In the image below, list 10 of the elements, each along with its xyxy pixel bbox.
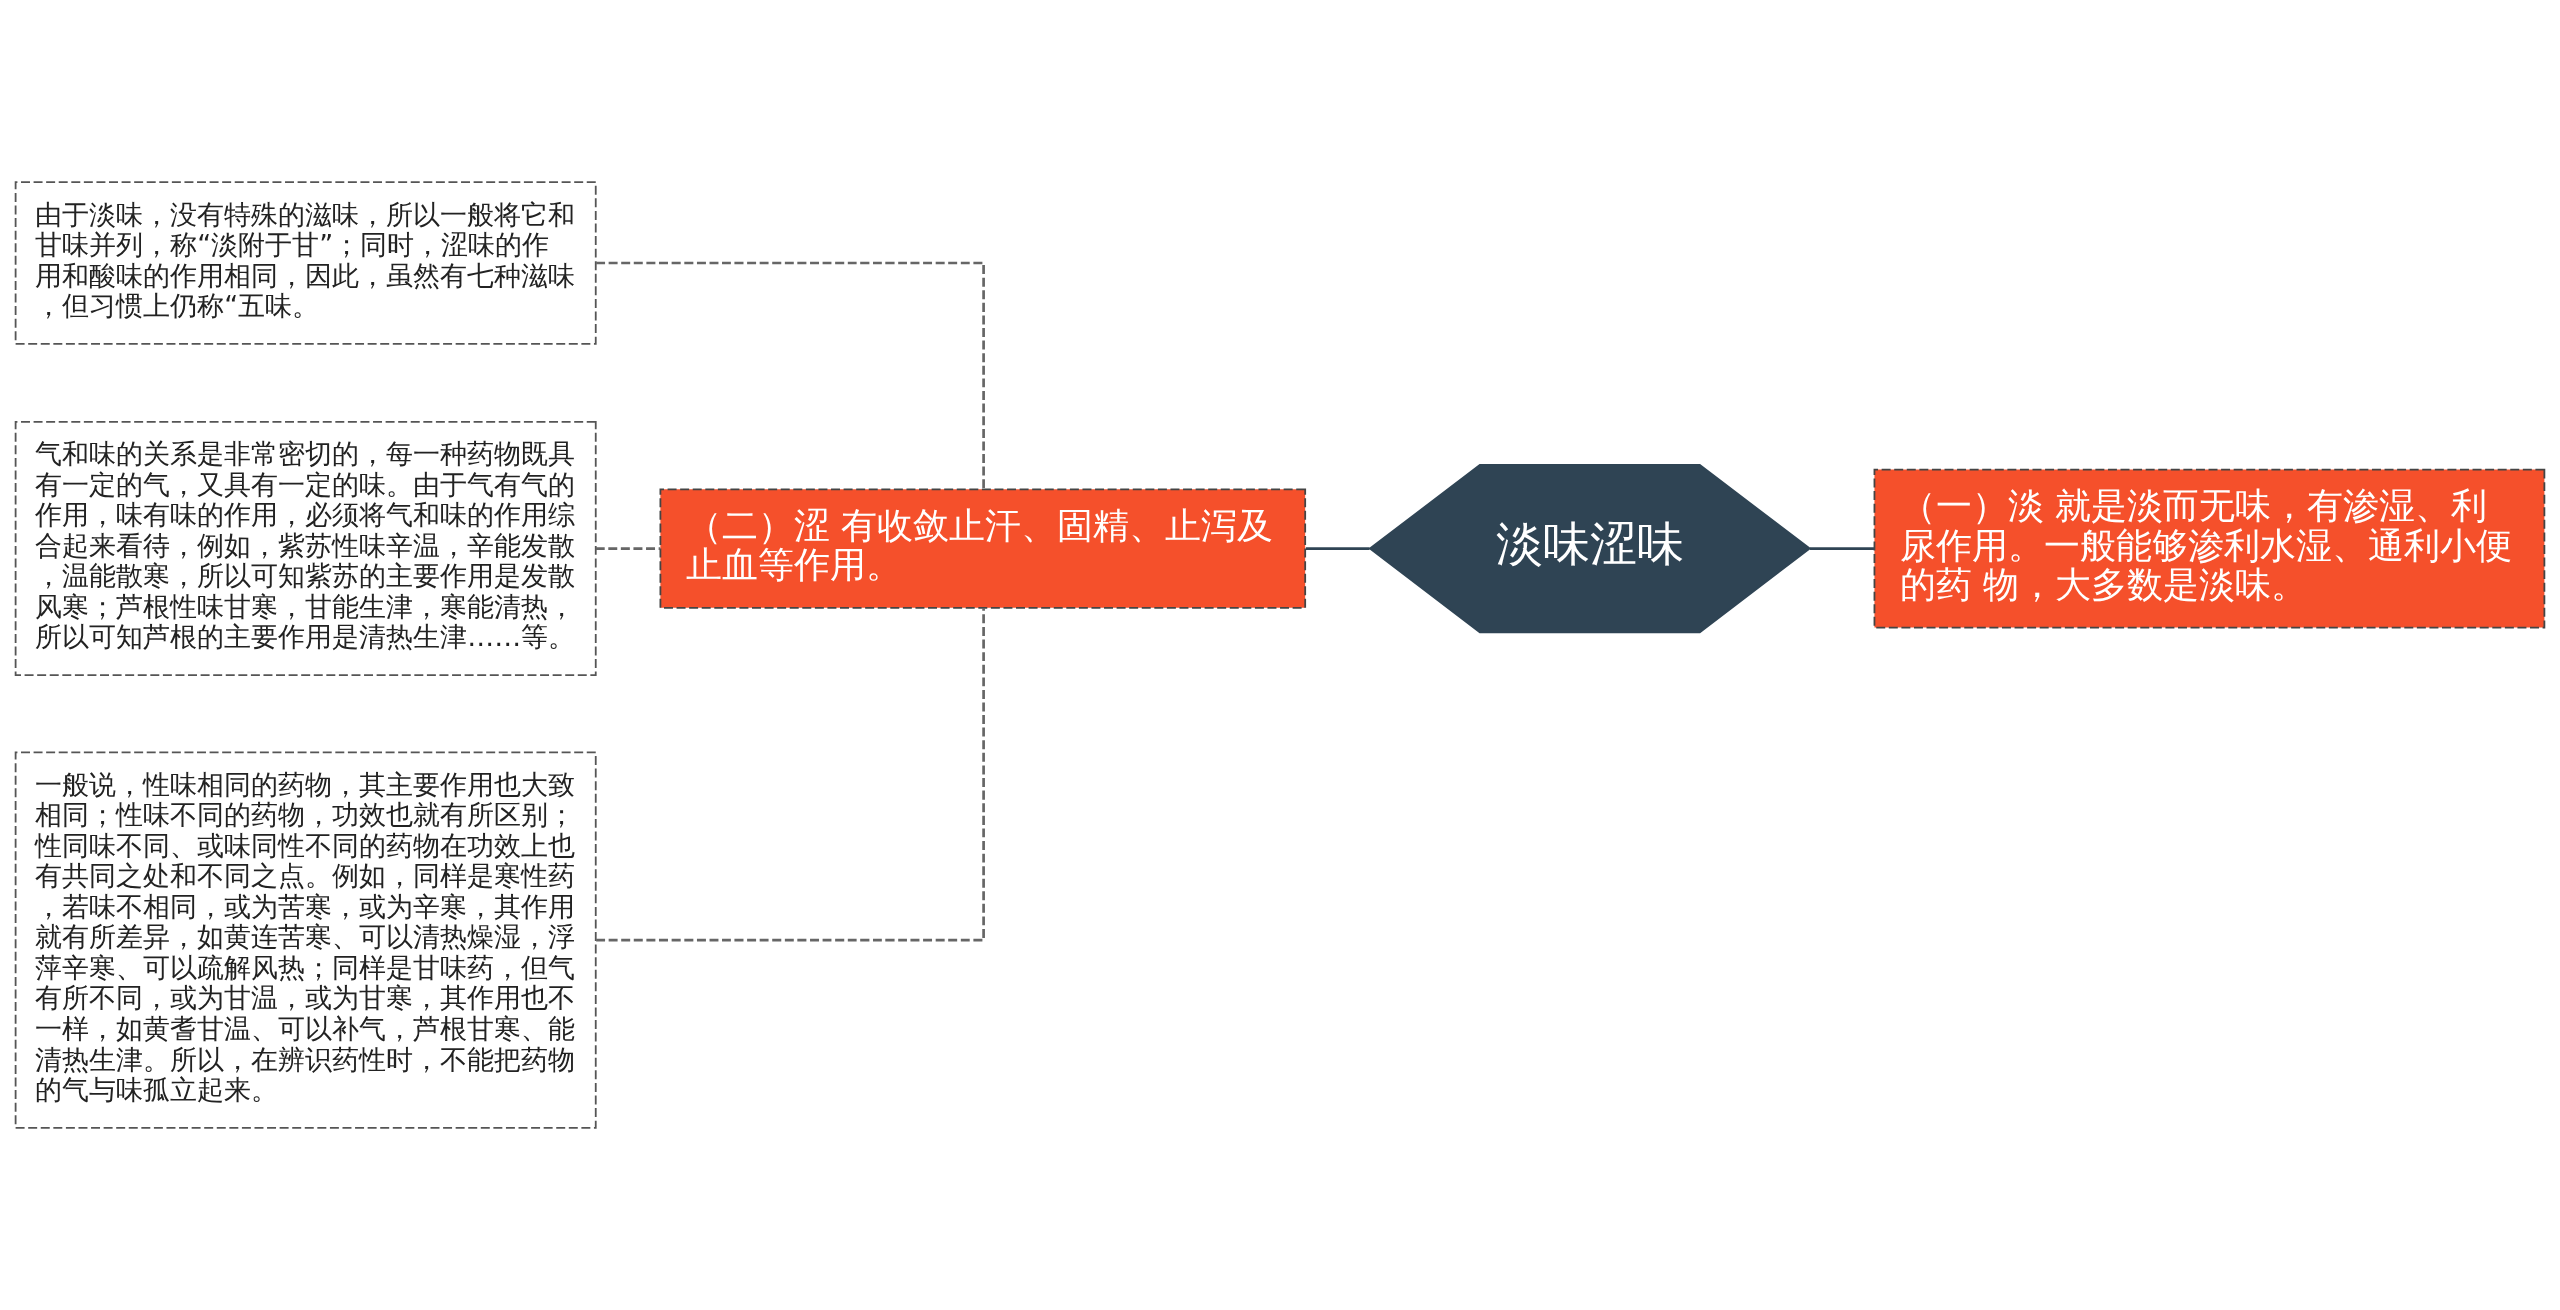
node-box: （一）淡 就是淡而无味，有渗湿、利尿作用。一般能够渗利水湿、通利小便的药 物，大多数是淡味。 (1873, 468, 2546, 629)
connector (1305, 547, 1370, 550)
connector (595, 547, 661, 550)
node-box: 气和味的关系是非常密切的，每一种药物既具有一定的气，又具有一定的味。由于气有气的作用，味有味的作用，必须将气和味的作用综合起来看待，例如，紫苏性味辛温，辛能发散，温能散寒，所以可知紫苏的主要作用是发散风寒；芦根性味甘寒，甘能生津，寒能清热，所以可知芦根的主要作用是清热生津……等。 (14, 421, 597, 677)
connector (1810, 547, 1874, 550)
connector (596, 608, 985, 942)
node-box: （二）涩 有收敛止汗、固精、止泻及止血等作用。 (659, 488, 1307, 609)
node-box: 一般说，性味相同的药物，其主要作用也大致相同；性味不同的药物，功效也就有所区别；性同味不同、或味同性不同的药物在功效上也有共同之处和不同之点。例如，同样是寒性药，若味不相同，或为苦寒，或为辛寒，其作用就有所差异，如黄连苦寒、可以清热燥湿，浮萍辛寒、可以疏解风热；同样是甘味药，但气有所不同，或为甘温，或为甘寒，其作用也不一样，如黄耆甘温、可以补气，芦根甘寒、能清热生津。所以，在辨识药性时，不能把药物的气与味孤立起来。 (14, 751, 597, 1129)
connector (596, 261, 985, 489)
node-box: 由于淡味，没有特殊的滋味，所以一般将它和甘味并列，称“淡附于甘”；同时，涩味的作用和酸味的作用相同，因此，虽然有七种滋味，但习惯上仍称“五味。 (14, 181, 597, 345)
